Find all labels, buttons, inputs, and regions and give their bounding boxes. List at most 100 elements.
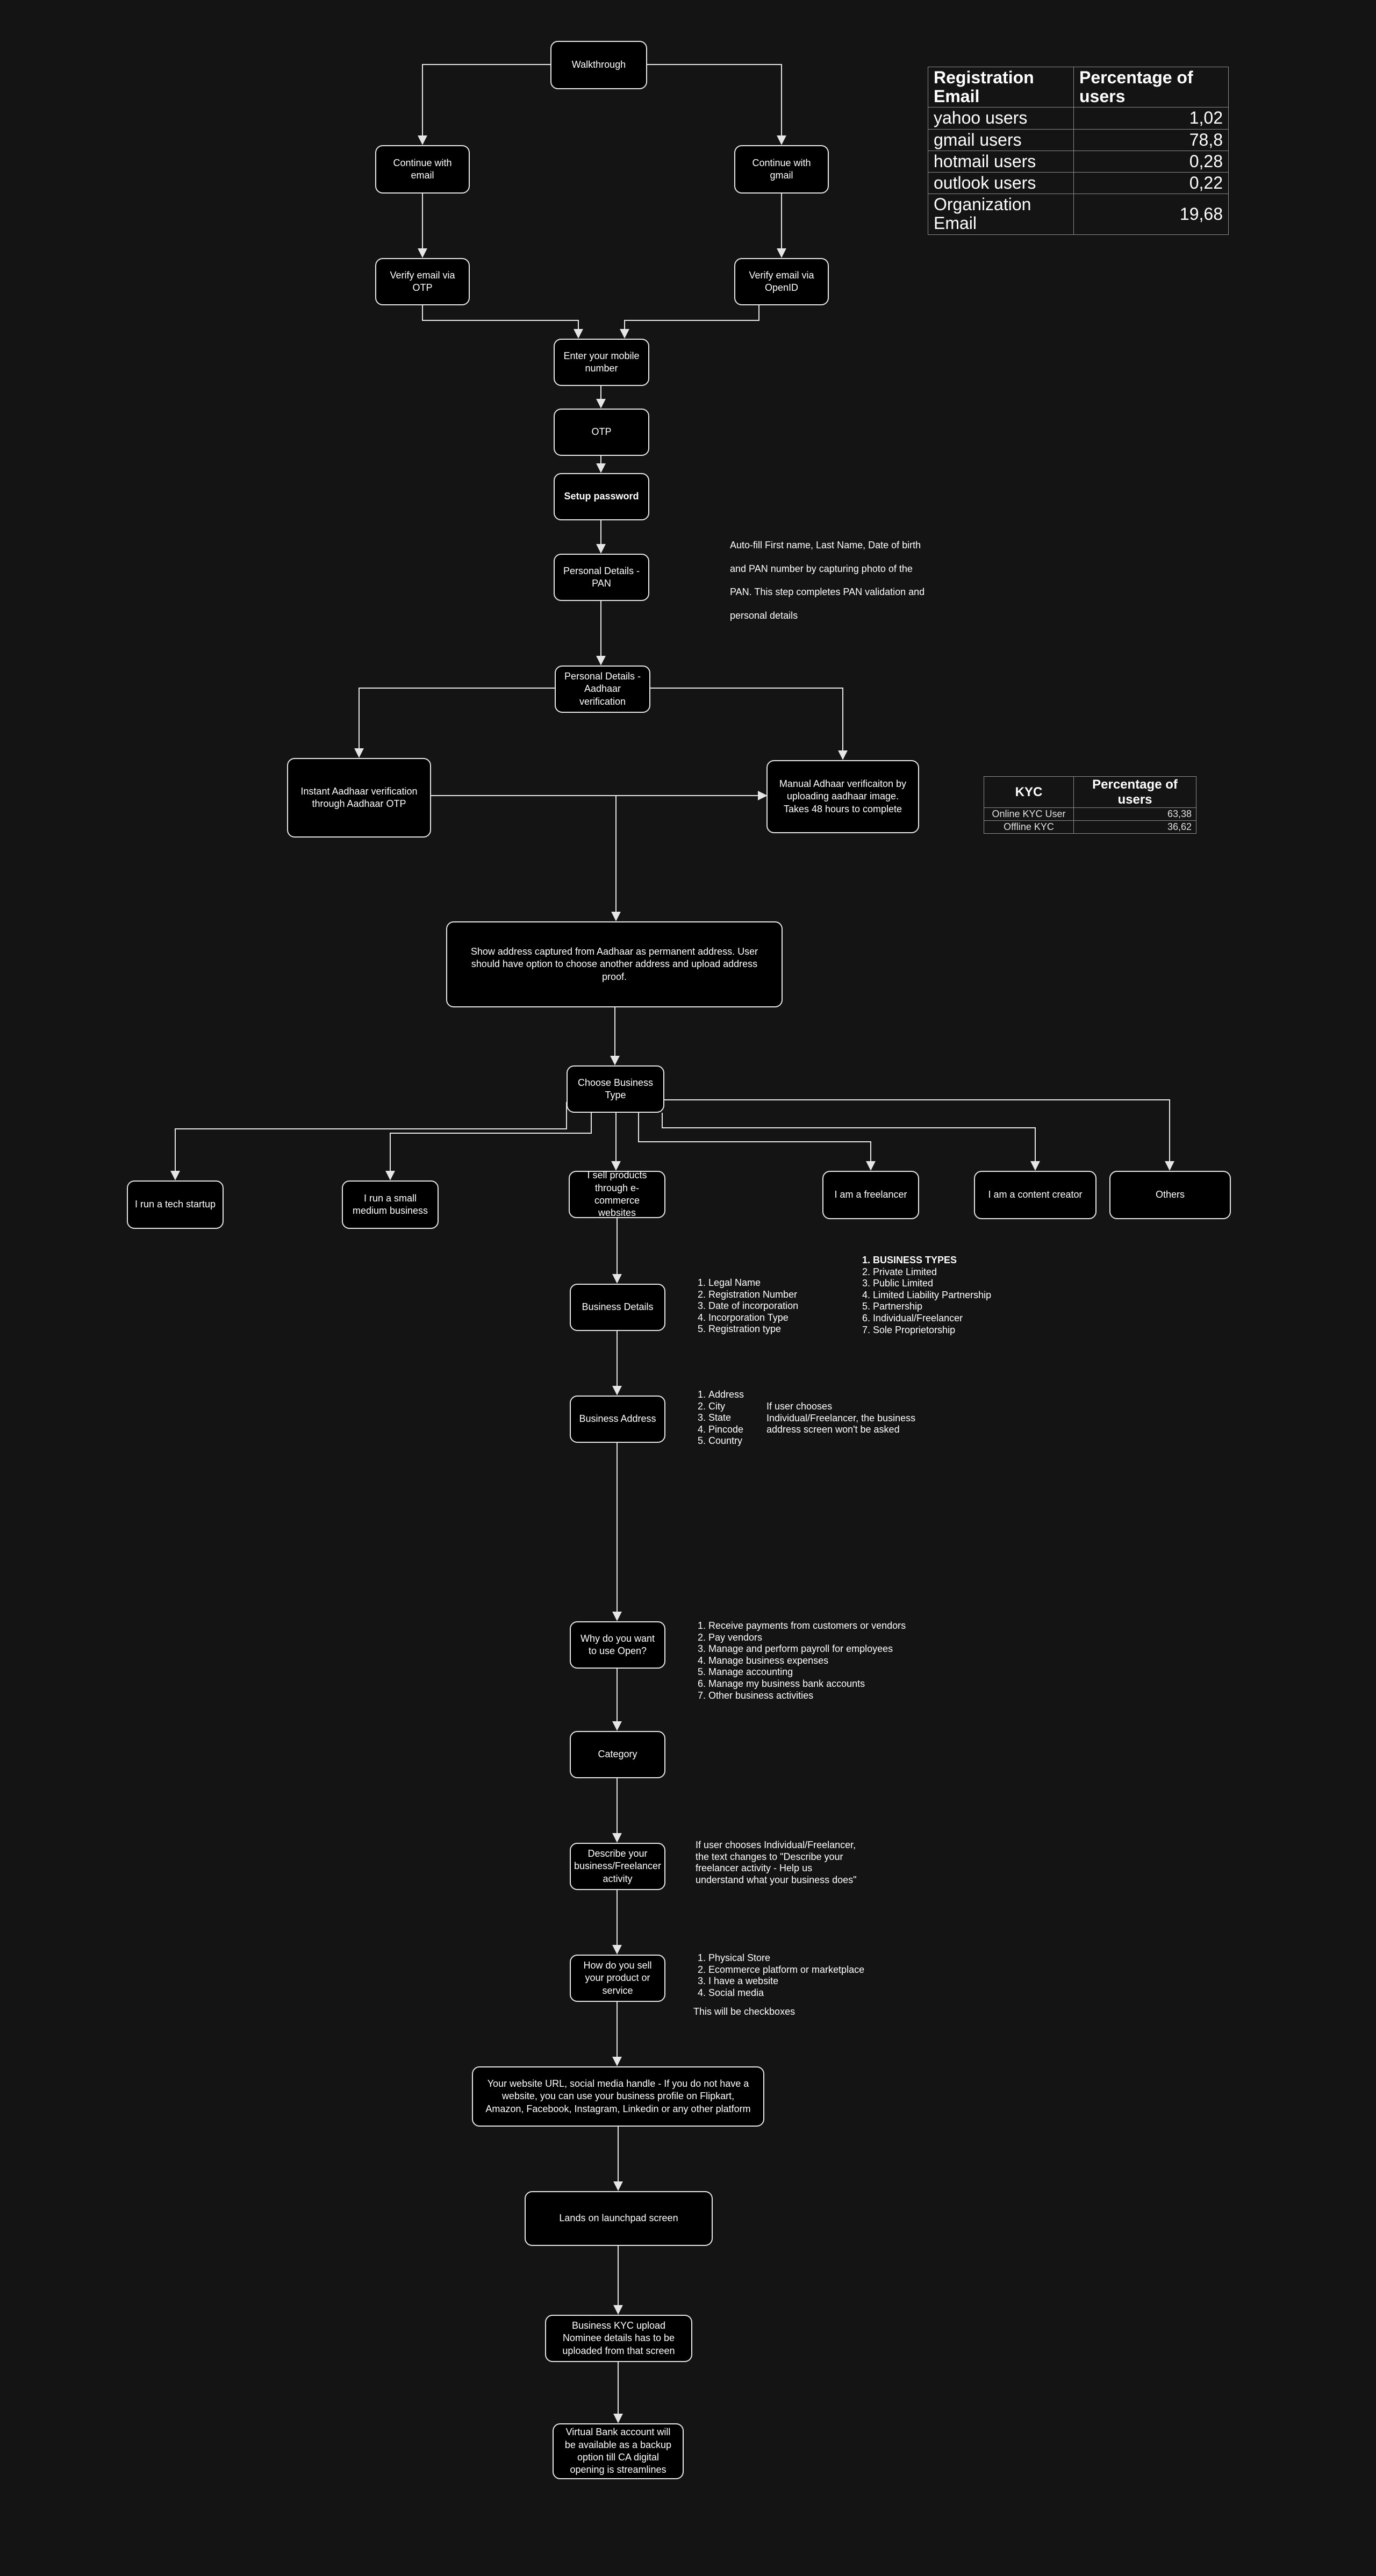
table-cell: outlook users	[928, 171, 1074, 195]
business-types-list: BUSINESS TYPES Private Limited Public Li…	[858, 1255, 1041, 1336]
manual-aadhaar-node: Manual Adhaar verificaiton by uploading …	[766, 760, 919, 833]
list-item: I have a website	[708, 1976, 887, 1987]
table-cell: Online KYC User	[984, 807, 1074, 821]
pan-autofill-note: Auto-fill First name, Last Name, Date of…	[730, 540, 945, 633]
table-header: KYC	[984, 776, 1074, 808]
table-cell: 78,8	[1073, 128, 1229, 151]
freelancer-node: I am a freelancer	[822, 1171, 919, 1219]
table-cell: hotmail users	[928, 150, 1074, 173]
table-cell: 63,38	[1073, 807, 1196, 821]
table-row: gmail users 78,8	[928, 128, 1229, 151]
verify-email-openid-node: Verify email via OpenID	[734, 258, 829, 305]
table-row: Offline KYC 36,62	[984, 820, 1196, 834]
business-details-fields: Legal Name Registration Number Date of i…	[693, 1277, 865, 1335]
checkbox-note: This will be checkboxes	[693, 2006, 796, 2017]
list-item: Social media	[708, 1987, 887, 1999]
list-item: Ecommerce platform or marketplace	[708, 1964, 887, 1976]
category-node: Category	[570, 1731, 665, 1778]
business-types-heading: BUSINESS TYPES	[873, 1255, 1041, 1266]
virtual-bank-account-node: Virtual Bank account will be available a…	[553, 2423, 684, 2479]
list-item: Public Limited	[873, 1278, 1041, 1290]
content-creator-node: I am a content creator	[974, 1171, 1096, 1219]
others-node: Others	[1109, 1171, 1231, 1219]
list-item: Partnership	[873, 1301, 1041, 1313]
table-cell: 1,02	[1073, 107, 1229, 130]
table-cell: Organization Email	[928, 194, 1074, 235]
table-cell: 19,68	[1073, 194, 1229, 235]
walkthrough-node: Walkthrough	[550, 41, 647, 89]
business-details-node: Business Details	[570, 1284, 665, 1331]
list-item: Physical Store	[708, 1952, 887, 1964]
table-header: Registration Email	[928, 66, 1074, 108]
list-item: Country	[708, 1435, 774, 1447]
list-item: Sole Proprietorship	[873, 1325, 1041, 1336]
table-header-row: KYC Percentage of users	[984, 776, 1196, 808]
personal-details-aadhaar-node: Personal Details - Aadhaar verification	[555, 666, 650, 713]
list-item: Date of incorporation	[708, 1300, 865, 1312]
tech-startup-node: I run a tech startup	[127, 1180, 224, 1229]
list-item: Limited Liability Partnership	[873, 1290, 1041, 1301]
list-item: Receive payments from customers or vendo…	[708, 1620, 919, 1632]
table-row: outlook users 0,22	[928, 171, 1229, 195]
pan-note-line: and PAN number by capturing photo of the	[730, 563, 913, 574]
table-cell: Offline KYC	[984, 820, 1074, 834]
business-kyc-upload-node: Business KYC upload Nominee details has …	[545, 2315, 692, 2362]
list-item: State	[708, 1412, 774, 1424]
list-item: Incorporation Type	[708, 1312, 865, 1324]
table-row: hotmail users 0,28	[928, 150, 1229, 173]
sell-channels-list: Physical Store Ecommerce platform or mar…	[693, 1952, 887, 2018]
list-item: Address	[708, 1389, 774, 1401]
list-item: Other business activities	[708, 1690, 919, 1702]
describe-note: If user chooses Individual/Freelancer, t…	[696, 1840, 857, 1885]
enter-mobile-node: Enter your mobile number	[554, 339, 649, 386]
why-reasons-list: Receive payments from customers or vendo…	[693, 1620, 919, 1701]
instant-aadhaar-node: Instant Aadhaar verification through Aad…	[287, 758, 431, 838]
table-cell: yahoo users	[928, 107, 1074, 130]
table-cell: 36,62	[1073, 820, 1196, 834]
table-header-row: Registration Email Percentage of users	[928, 66, 1229, 108]
list-item: Manage my business bank accounts	[708, 1678, 919, 1690]
address-fields: Address City State Pincode Country	[693, 1389, 774, 1447]
why-use-open-node: Why do you want to use Open?	[570, 1621, 665, 1669]
personal-details-pan-node: Personal Details - PAN	[554, 554, 649, 601]
list-item: Manage accounting	[708, 1666, 919, 1678]
table-row: yahoo users 1,02	[928, 107, 1229, 130]
table-row: Organization Email 19,68	[928, 194, 1229, 235]
pan-note-line: Auto-fill First name, Last Name, Date of…	[730, 540, 921, 550]
table-header: Percentage of users	[1073, 776, 1196, 808]
pan-note-line: PAN. This step completes PAN validation …	[730, 586, 925, 598]
table-cell: 0,28	[1073, 150, 1229, 173]
list-item: Legal Name	[708, 1277, 865, 1289]
verify-email-otp-node: Verify email via OTP	[375, 258, 470, 305]
launchpad-node: Lands on launchpad screen	[525, 2191, 713, 2246]
address-capture-node: Show address captured from Aadhaar as pe…	[446, 921, 783, 1007]
address-skip-note: If user chooses Individual/Freelancer, t…	[766, 1401, 916, 1435]
list-item: Individual/Freelancer	[873, 1313, 1041, 1325]
list-item: Manage business expenses	[708, 1655, 919, 1667]
table-row: Online KYC User 63,38	[984, 807, 1196, 821]
describe-activity-node: Describe your business/Freelancer activi…	[570, 1843, 665, 1890]
list-item: Manage and perform payroll for employees	[708, 1643, 919, 1655]
small-medium-business-node: I run a small medium business	[342, 1180, 439, 1229]
table-cell: 0,22	[1073, 171, 1229, 195]
business-address-node: Business Address	[570, 1396, 665, 1443]
continue-with-gmail-node: Continue with gmail	[734, 145, 829, 194]
kyc-table: KYC Percentage of users Online KYC User …	[984, 776, 1196, 834]
list-item: Pincode	[708, 1424, 774, 1436]
setup-password-node: Setup password	[554, 473, 649, 520]
table-cell: gmail users	[928, 128, 1074, 151]
pan-note-line: personal details	[730, 610, 798, 621]
website-url-node: Your website URL, social media handle - …	[472, 2066, 764, 2127]
ecommerce-seller-node: I sell products through e-commerce websi…	[569, 1170, 665, 1218]
list-item: City	[708, 1401, 774, 1413]
list-item: Registration Number	[708, 1289, 865, 1301]
otp-node: OTP	[554, 409, 649, 456]
table-header: Percentage of users	[1073, 66, 1229, 108]
list-item: Private Limited	[873, 1266, 1041, 1278]
choose-business-type-node: Choose Business Type	[567, 1065, 664, 1113]
list-item: Registration type	[708, 1323, 865, 1335]
how-sell-node: How do you sell your product or service	[570, 1955, 665, 2002]
list-item: Pay vendors	[708, 1632, 919, 1644]
registration-email-table: Registration Email Percentage of users y…	[928, 66, 1229, 235]
